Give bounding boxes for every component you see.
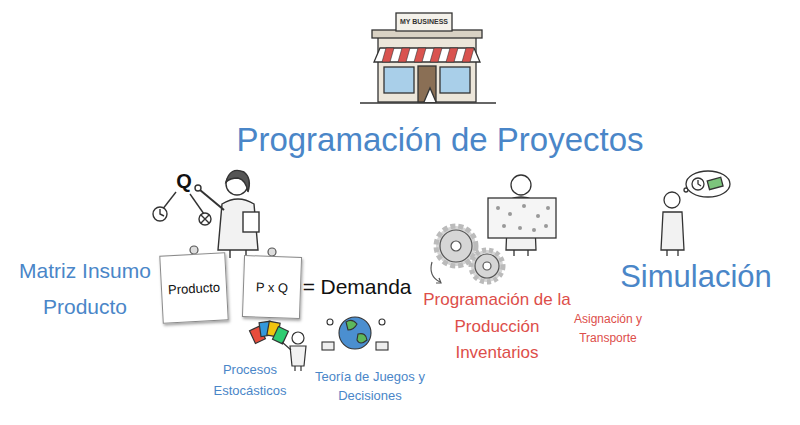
title-wrap: Programación de Proyectos xyxy=(236,121,643,159)
label-text: Q xyxy=(176,170,192,192)
subtopic-label: Asignación y Transporte xyxy=(564,310,652,348)
shop-illustration xyxy=(360,13,496,103)
result-label: Demanda xyxy=(320,274,411,299)
label-text: Asignación y Transporte xyxy=(574,312,642,345)
globe-icon xyxy=(322,317,388,350)
topic-label: Matriz Insumo Producto xyxy=(3,253,168,324)
label-text: Matriz Insumo Producto xyxy=(19,259,151,318)
gears-icon xyxy=(431,226,503,283)
subtopic-label: Procesos Estocásticos xyxy=(205,360,295,402)
note-paper: P x Q xyxy=(242,255,302,319)
label-text: = xyxy=(303,275,315,298)
teacher-figure xyxy=(153,170,259,258)
label-text: Teoría de Juegos y Decisiones xyxy=(315,369,425,404)
label-text: Simulación xyxy=(620,259,772,294)
label-text: MY BUSINESS xyxy=(400,18,448,25)
subtopic-label: Teoría de Juegos y Decisiones xyxy=(311,367,429,406)
shop-sign: MY BUSINESS xyxy=(400,18,448,26)
label-text: Programación de la Producción Inventario… xyxy=(423,290,570,362)
topic-label: Simulación xyxy=(620,258,772,295)
board-person-figure xyxy=(488,175,556,256)
note-text: P x Q xyxy=(256,279,289,295)
simulation-person-figure xyxy=(661,171,730,256)
topic-label: Programación de la Producción Inventario… xyxy=(421,287,573,366)
equals-sign: = xyxy=(303,274,315,299)
label-text: Procesos Estocásticos xyxy=(214,362,287,398)
note-paper: Producto xyxy=(159,252,229,323)
diagram-title: Programación de Proyectos xyxy=(236,121,643,158)
label-text: Demanda xyxy=(320,275,411,298)
note-text: Producto xyxy=(168,279,221,297)
variable-letter: Q xyxy=(176,169,192,193)
